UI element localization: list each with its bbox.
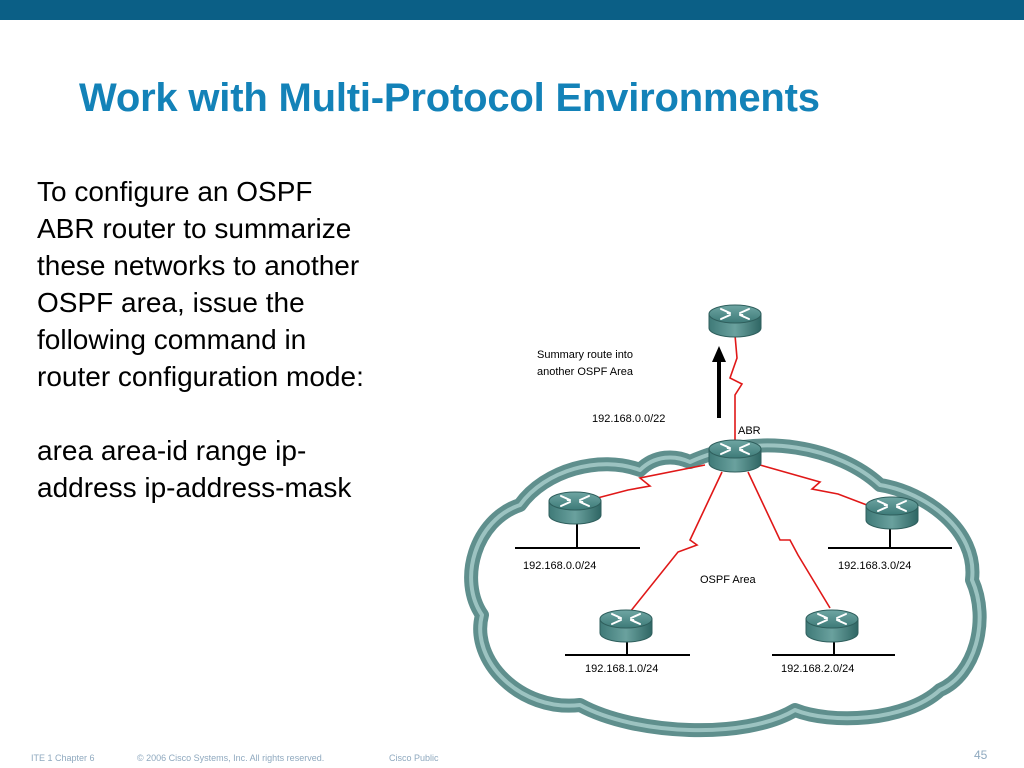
body-line: router configuration mode: xyxy=(37,361,364,392)
slide-title: Work with Multi-Protocol Environments xyxy=(79,76,820,120)
top-banner xyxy=(0,0,1024,20)
link-abr-bottomright xyxy=(747,471,831,609)
body-line: To configure an OSPF xyxy=(37,176,313,207)
body-line: these networks to another xyxy=(37,250,360,281)
router-icon xyxy=(708,304,762,338)
footer-classification: Cisco Public xyxy=(389,753,439,763)
ospf-area-label: OSPF Area xyxy=(700,574,757,586)
page-number: 45 xyxy=(974,748,988,762)
body-line: following command in xyxy=(37,324,307,355)
command-line: area area-id range ip- xyxy=(37,435,307,466)
router-icon xyxy=(865,496,919,530)
footer-chapter: ITE 1 Chapter 6 xyxy=(31,753,95,763)
summary-network-label: 192.168.0.0/22 xyxy=(592,413,665,425)
network-label: 192.168.1.0/24 xyxy=(585,663,658,675)
link-abr-left xyxy=(581,464,706,503)
router-icon xyxy=(708,439,762,473)
body-line: ABR router to summarize xyxy=(37,213,352,244)
router-icon xyxy=(548,491,602,525)
footer-copyright: © 2006 Cisco Systems, Inc. All rights re… xyxy=(137,753,325,763)
summary-label: Summary route into xyxy=(537,349,633,361)
network-label: 192.168.3.0/24 xyxy=(838,560,911,572)
summary-route-arrow xyxy=(712,346,726,418)
slide-body: To configure an OSPF ABR router to summa… xyxy=(37,173,477,506)
router-icon xyxy=(805,609,859,643)
network-label: 192.168.2.0/24 xyxy=(781,663,854,675)
link-abr-bottomleft xyxy=(629,471,723,613)
serial-links xyxy=(581,334,881,613)
ospf-area-cloud xyxy=(464,438,987,738)
router-icon xyxy=(599,609,653,643)
summary-label: another OSPF Area xyxy=(537,366,634,378)
command-line: address ip-address-mask xyxy=(37,472,352,503)
lan-segments xyxy=(515,520,952,656)
abr-label: ABR xyxy=(738,425,761,437)
body-line: OSPF area, issue the xyxy=(37,287,305,318)
link-abr-right xyxy=(759,464,881,511)
cloud-highlight xyxy=(469,443,982,733)
network-label: 192.168.0.0/24 xyxy=(523,560,596,572)
link-abr-top xyxy=(729,334,744,448)
